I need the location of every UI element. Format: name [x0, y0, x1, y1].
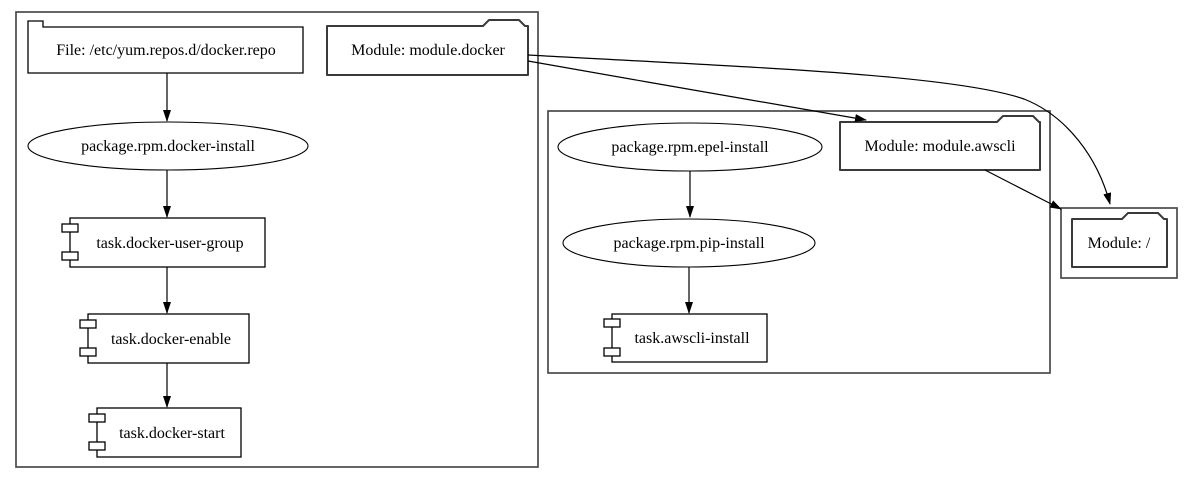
- edge-module-docker-to-module-root: [527, 54, 1112, 205]
- component-pin: [88, 413, 106, 423]
- node-module-awscli: Module: module.awscli: [839, 115, 1041, 171]
- node-task-awscli-install: task.awscli-install: [603, 313, 768, 363]
- component-pin: [603, 347, 621, 357]
- task-awscli-install-shape: [611, 313, 768, 363]
- node-pkg-docker-install: package.rpm.docker-install: [27, 121, 309, 171]
- pkg-docker-install-label: package.rpm.docker-install: [81, 138, 255, 155]
- component-pin: [603, 318, 621, 328]
- edges: [163, 54, 1112, 408]
- pkg-docker-install-shape: [27, 121, 309, 171]
- component-pin: [61, 251, 79, 261]
- file-node-shape: [27, 20, 304, 74]
- cluster-root: Module: /: [1060, 207, 1178, 279]
- module-docker-label: Module: module.docker: [351, 42, 505, 59]
- node-task-docker-enable: task.docker-enable: [79, 313, 250, 364]
- module-root-shape: [1071, 212, 1168, 268]
- edge-module-docker-to-module-awscli: [527, 60, 867, 123]
- cluster-docker: File: /etc/yum.repos.d/docker.repo Modul…: [15, 11, 539, 468]
- task-awscli-install-label: task.awscli-install: [634, 330, 750, 347]
- node-pkg-pip-install: package.rpm.pip-install: [562, 218, 816, 268]
- pkg-epel-install-label: package.rpm.epel-install: [611, 139, 769, 156]
- edge-module-awscli-to-module-root: [984, 169, 1062, 210]
- module-root-label: Module: /: [1088, 235, 1151, 252]
- task-docker-enable-shape: [87, 313, 250, 364]
- module-awscli-label: Module: module.awscli: [864, 138, 1016, 155]
- cluster-docker-border: [15, 11, 539, 468]
- component-pin: [79, 347, 97, 357]
- cluster-root-border: [1060, 207, 1178, 279]
- file-node-label: File: /etc/yum.repos.d/docker.repo: [56, 42, 276, 59]
- cluster-awscli-border: [547, 110, 1051, 374]
- node-task-docker-user-group: task.docker-user-group: [61, 217, 266, 268]
- component-pin: [79, 319, 97, 329]
- task-docker-start-label: task.docker-start: [119, 425, 225, 442]
- cluster-awscli: package.rpm.epel-install package.rpm.pip…: [547, 110, 1051, 374]
- component-pin: [88, 441, 106, 451]
- node-pkg-epel-install: package.rpm.epel-install: [557, 122, 823, 172]
- module-docker-shape: [326, 19, 529, 76]
- task-docker-user-group-label: task.docker-user-group: [96, 235, 243, 252]
- node-module-root: Module: /: [1071, 212, 1168, 268]
- task-docker-start-shape: [96, 407, 242, 458]
- node-file-docker-repo: File: /etc/yum.repos.d/docker.repo: [27, 20, 304, 74]
- pkg-pip-install-label: package.rpm.pip-install: [613, 235, 765, 252]
- component-pin: [61, 223, 79, 233]
- node-module-docker: Module: module.docker: [326, 19, 529, 76]
- node-task-docker-start: task.docker-start: [88, 407, 242, 458]
- task-docker-enable-label: task.docker-enable: [111, 331, 231, 348]
- module-awscli-shape: [839, 115, 1041, 171]
